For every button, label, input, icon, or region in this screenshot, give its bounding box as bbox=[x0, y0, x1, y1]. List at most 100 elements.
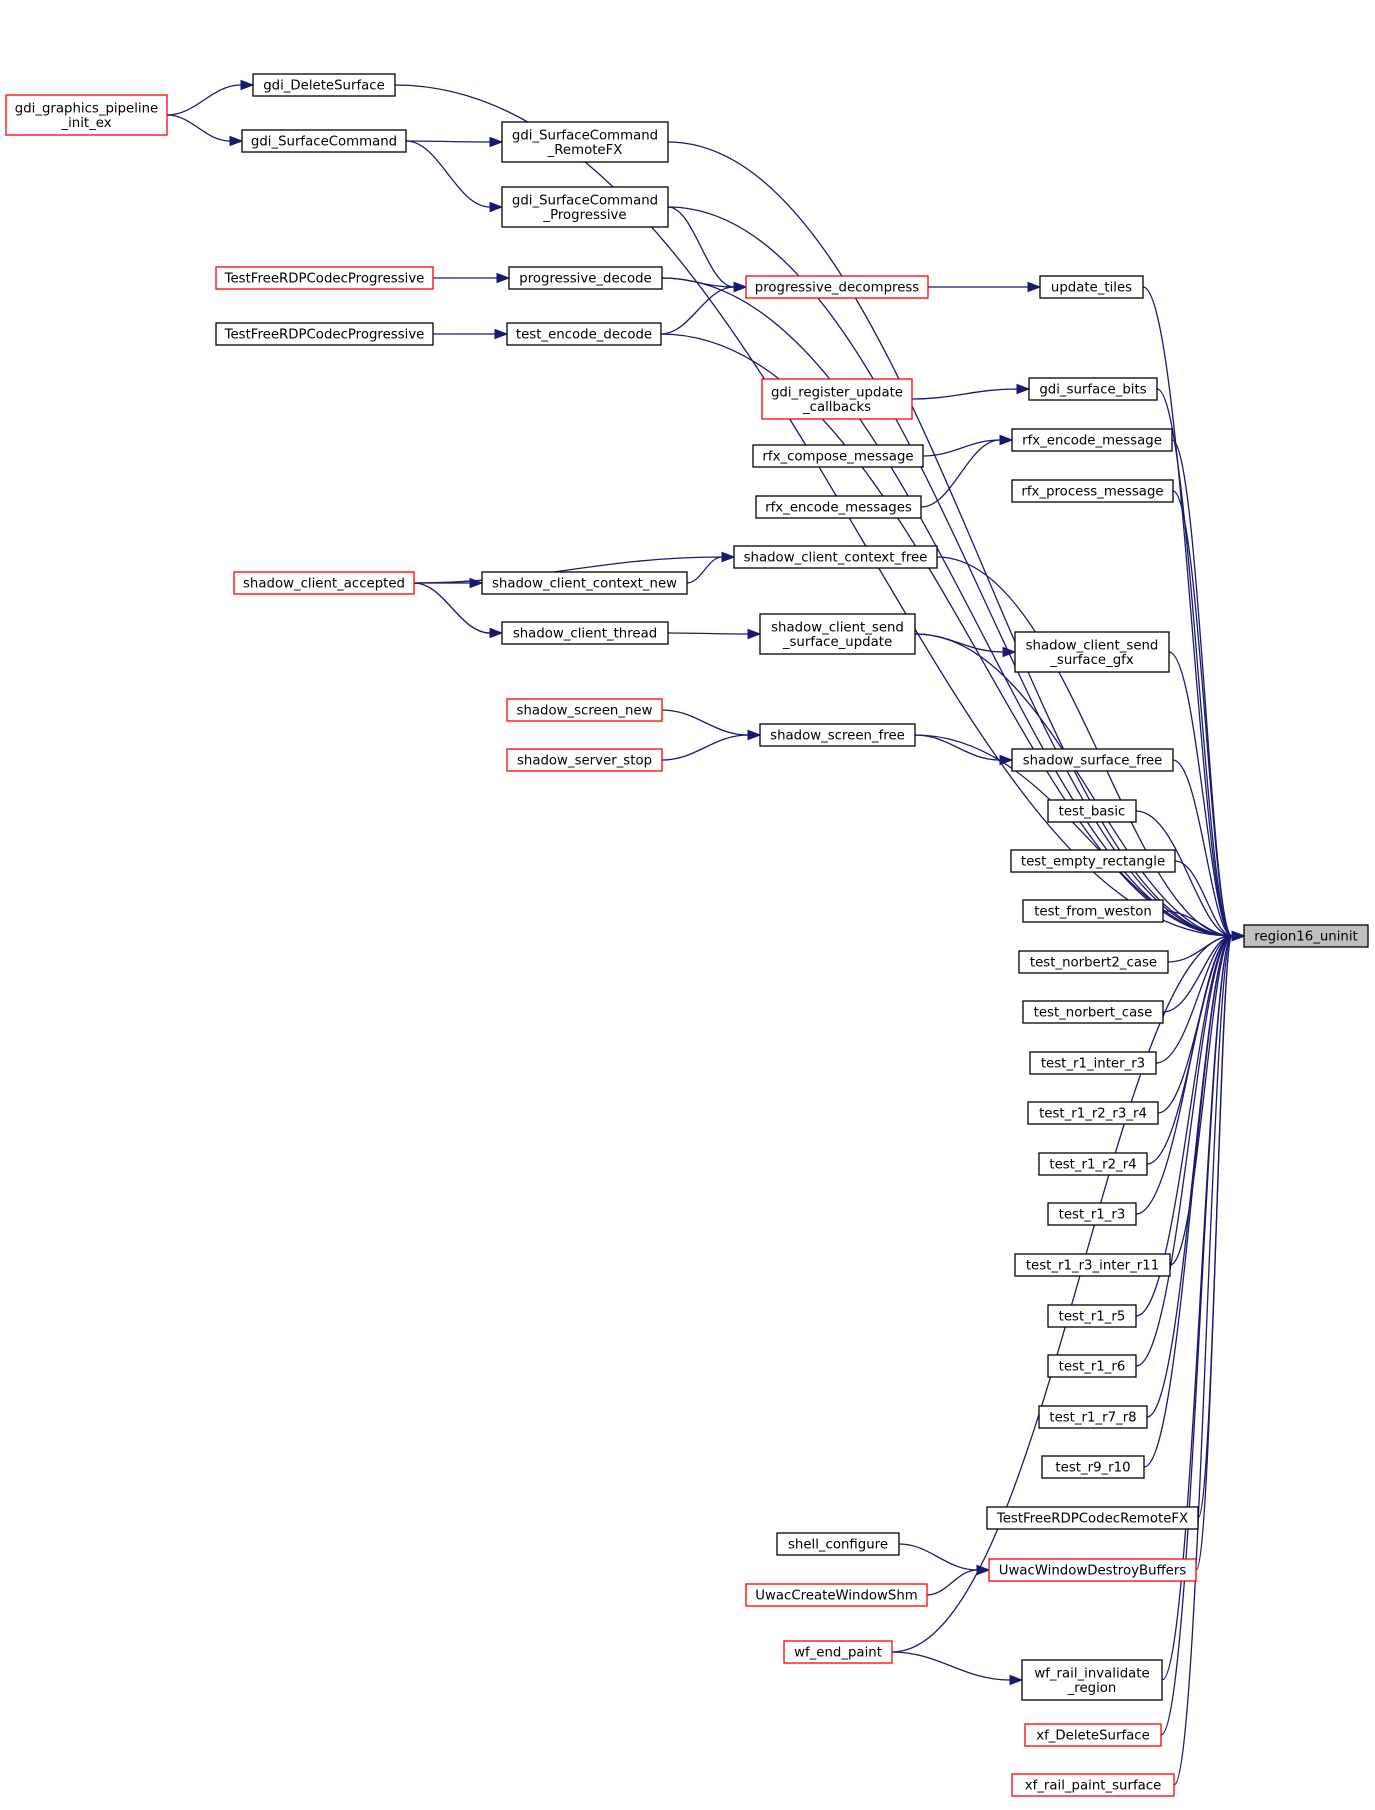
node-label: shadow_client_context_new bbox=[492, 577, 677, 592]
node-xf-rail-paint-surface[interactable]: xf_rail_paint_surface bbox=[1011, 1773, 1175, 1797]
node-progressive-decompress[interactable]: progressive_decompress bbox=[745, 275, 929, 299]
node-test-r1-r3[interactable]: test_r1_r3 bbox=[1047, 1202, 1137, 1226]
node-test-basic[interactable]: test_basic bbox=[1047, 799, 1137, 823]
edge-line bbox=[1135, 935, 1233, 1367]
node-box bbox=[759, 723, 916, 747]
node-label: test_r1_inter_r3 bbox=[1041, 1057, 1145, 1072]
node-shadow-client-accepted[interactable]: shadow_client_accepted bbox=[233, 571, 415, 595]
node-test-empty-rectangle[interactable]: test_empty_rectangle bbox=[1010, 849, 1176, 873]
edge-line bbox=[920, 439, 1001, 508]
edge-line bbox=[667, 206, 1233, 937]
node-test-r1-r5[interactable]: test_r1_r5 bbox=[1047, 1304, 1137, 1328]
edge-line bbox=[926, 1569, 978, 1596]
node-label: test_r1_r2_r3_r4 bbox=[1039, 1107, 1147, 1122]
edge-line bbox=[1172, 759, 1233, 937]
call-edge bbox=[926, 1564, 991, 1596]
node-gdi-surfacecommand-remotefx[interactable]: gdi_SurfaceCommand_RemoteFX bbox=[501, 121, 669, 163]
node-test-norbert2-case[interactable]: test_norbert2_case bbox=[1018, 950, 1169, 974]
node-box bbox=[1018, 950, 1169, 974]
node-region16-uninit[interactable]: region16_uninit bbox=[1243, 924, 1369, 948]
call-edge bbox=[920, 434, 1014, 508]
node-label: gdi_graphics_pipeline bbox=[15, 101, 158, 116]
call-edge bbox=[667, 628, 762, 640]
node-rfx-encode-message[interactable]: rfx_encode_message bbox=[1011, 428, 1173, 452]
node-testfreerdpcodecprogressive-2[interactable]: TestFreeRDPCodecProgressive bbox=[215, 322, 434, 346]
node-rfx-process-message[interactable]: rfx_process_message bbox=[1011, 479, 1174, 503]
edges-layer bbox=[166, 79, 1246, 1786]
node-box bbox=[1047, 1354, 1137, 1378]
node-xf-deletesurface[interactable]: xf_DeleteSurface bbox=[1024, 1723, 1162, 1747]
edge-line bbox=[1155, 935, 1233, 1064]
node-box bbox=[506, 748, 663, 772]
edge-line bbox=[1172, 490, 1233, 937]
node-test-from-weston[interactable]: test_from_weston bbox=[1022, 899, 1164, 923]
node-shadow-client-context-new[interactable]: shadow_client_context_new bbox=[481, 571, 688, 595]
node-box bbox=[1029, 1051, 1157, 1075]
node-gdi-deletesurface[interactable]: gdi_DeleteSurface bbox=[252, 73, 396, 97]
edge-line bbox=[891, 1651, 1011, 1681]
node-box bbox=[508, 266, 663, 290]
node-uwacwindowdestroybuffers[interactable]: UwacWindowDestroyBuffers bbox=[988, 1558, 1197, 1582]
node-label: shadow_surface_free bbox=[1023, 754, 1163, 769]
call-edge bbox=[914, 633, 1246, 942]
node-shadow-screen-new[interactable]: shadow_screen_new bbox=[506, 698, 663, 722]
node-label: _region bbox=[1067, 1681, 1117, 1696]
edge-line bbox=[1135, 935, 1233, 1317]
arrowhead-icon bbox=[747, 628, 762, 640]
call-edge bbox=[413, 582, 504, 639]
node-label: gdi_SurfaceCommand bbox=[512, 128, 658, 143]
node-box bbox=[501, 186, 669, 228]
node-test-r1-r6[interactable]: test_r1_r6 bbox=[1047, 1354, 1137, 1378]
node-test-r1-r7-r8[interactable]: test_r1_r7_r8 bbox=[1038, 1405, 1148, 1429]
call-edge bbox=[166, 114, 244, 147]
node-box bbox=[1014, 631, 1170, 673]
edge-line bbox=[413, 582, 491, 634]
node-label: gdi_DeleteSurface bbox=[263, 79, 385, 94]
edge-line bbox=[405, 140, 491, 208]
node-uwaccreatewindowshm[interactable]: UwacCreateWindowShm bbox=[745, 1583, 928, 1607]
node-test-norbert-case[interactable]: test_norbert_case bbox=[1022, 1000, 1164, 1024]
node-wf-rail-invalidate-region[interactable]: wf_rail_invalidate_region bbox=[1021, 1659, 1163, 1701]
node-test-r1-inter-r3[interactable]: test_r1_inter_r3 bbox=[1029, 1051, 1157, 1075]
node-test-encode-decode[interactable]: test_encode_decode bbox=[506, 322, 662, 346]
node-testfreerdpcodecprogressive-1[interactable]: TestFreeRDPCodecProgressive bbox=[215, 266, 434, 290]
edge-line bbox=[166, 114, 231, 142]
node-label: test_basic bbox=[1059, 805, 1126, 820]
call-edge bbox=[661, 729, 762, 761]
node-gdi-graphics-pipeline-init-ex[interactable]: gdi_graphics_pipeline_init_ex bbox=[5, 94, 168, 136]
node-rfx-encode-messages[interactable]: rfx_encode_messages bbox=[755, 495, 922, 519]
node-rfx-compose-message[interactable]: rfx_compose_message bbox=[752, 444, 924, 468]
node-shadow-client-send-surface-gfx[interactable]: shadow_client_send_surface_gfx bbox=[1014, 631, 1170, 673]
edge-line bbox=[686, 556, 723, 584]
node-box bbox=[745, 275, 929, 299]
node-update-tiles[interactable]: update_tiles bbox=[1039, 275, 1144, 299]
node-test-r9-r10[interactable]: test_r9_r10 bbox=[1041, 1455, 1145, 1479]
call-edge bbox=[405, 140, 504, 213]
node-shadow-screen-free[interactable]: shadow_screen_free bbox=[759, 723, 916, 747]
node-shadow-client-thread[interactable]: shadow_client_thread bbox=[501, 621, 669, 645]
node-shadow-client-context-free[interactable]: shadow_client_context_free bbox=[733, 545, 938, 569]
node-gdi-register-update-callbacks[interactable]: gdi_register_update_callbacks bbox=[761, 378, 913, 420]
node-test-r1-r3-inter-r11[interactable]: test_r1_r3_inter_r11 bbox=[1014, 1253, 1171, 1277]
call-edge bbox=[922, 434, 1014, 457]
node-gdi-surface-bits[interactable]: gdi_surface_bits bbox=[1028, 377, 1158, 401]
edge-line bbox=[660, 286, 735, 335]
node-test-r1-r2-r4[interactable]: test_r1_r2_r4 bbox=[1038, 1152, 1148, 1176]
call-edge bbox=[1172, 490, 1246, 942]
node-shadow-client-send-surface-update[interactable]: shadow_client_send_surface_update bbox=[759, 613, 916, 655]
node-shadow-surface-free[interactable]: shadow_surface_free bbox=[1011, 748, 1174, 772]
node-box bbox=[215, 322, 434, 346]
node-wf-end-paint[interactable]: wf_end_paint bbox=[783, 1640, 893, 1664]
node-shell-configure[interactable]: shell_configure bbox=[776, 1532, 900, 1556]
edge-line bbox=[667, 141, 1233, 937]
node-box bbox=[1047, 799, 1137, 823]
node-progressive-decode[interactable]: progressive_decode bbox=[508, 266, 663, 290]
node-label: TestFreeRDPCodecProgressive bbox=[224, 272, 425, 287]
node-test-r1-r2-r3-r4[interactable]: test_r1_r2_r3_r4 bbox=[1027, 1101, 1159, 1125]
arrowhead-icon bbox=[999, 434, 1014, 446]
node-gdi-surfacecommand-progressive[interactable]: gdi_SurfaceCommand_Progressive bbox=[501, 186, 669, 228]
node-gdi-surfacecommand[interactable]: gdi_SurfaceCommand bbox=[241, 129, 407, 153]
node-shadow-server-stop[interactable]: shadow_server_stop bbox=[506, 748, 663, 772]
node-box bbox=[755, 495, 922, 519]
node-testfreerdpcodecremotefx[interactable]: TestFreeRDPCodecRemoteFX bbox=[986, 1506, 1199, 1530]
